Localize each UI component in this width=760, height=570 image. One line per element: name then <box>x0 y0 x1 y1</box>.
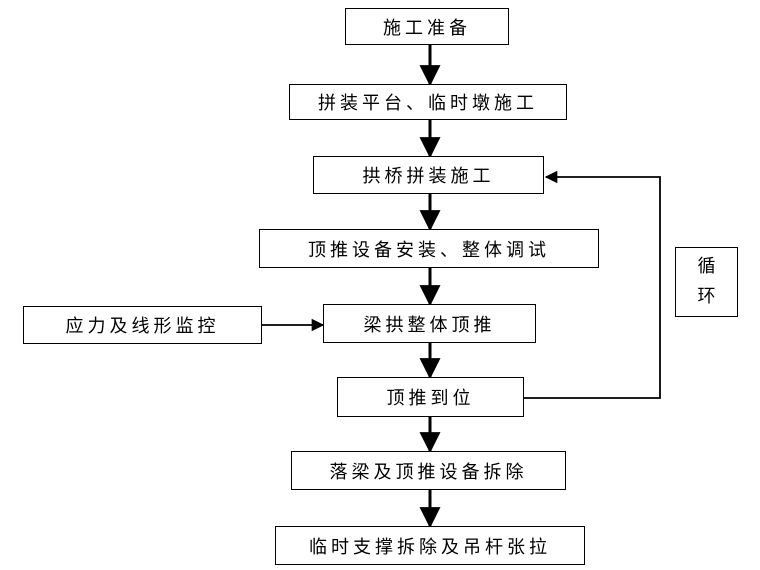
step-construction-preparation: 施工准备 <box>345 8 509 45</box>
loop-label-char-2: 环 <box>697 286 716 307</box>
step-girder-arch-incremental-push: 梁拱整体顶推 <box>323 304 536 343</box>
step-equipment-installation-and-testing: 顶推设备安装、整体调试 <box>259 229 599 268</box>
step-arch-bridge-assembly: 拱桥拼装施工 <box>313 156 544 194</box>
step-girder-lowering-and-equipment-removal: 落梁及顶推设备拆除 <box>291 451 566 490</box>
loop-label-char-1: 循 <box>697 256 716 277</box>
step-temporary-support-removal-and-hanger-tensioning: 临时支撑拆除及吊杆张拉 <box>275 526 585 565</box>
loop-connector <box>524 170 661 399</box>
step-monitoring-input: 应力及线形监控 <box>23 306 262 344</box>
step-platform-and-temporary-pier: 拼装平台、临时墩施工 <box>289 84 567 120</box>
loop-label: 循 环 <box>675 247 738 317</box>
step-push-in-place: 顶推到位 <box>337 377 524 417</box>
